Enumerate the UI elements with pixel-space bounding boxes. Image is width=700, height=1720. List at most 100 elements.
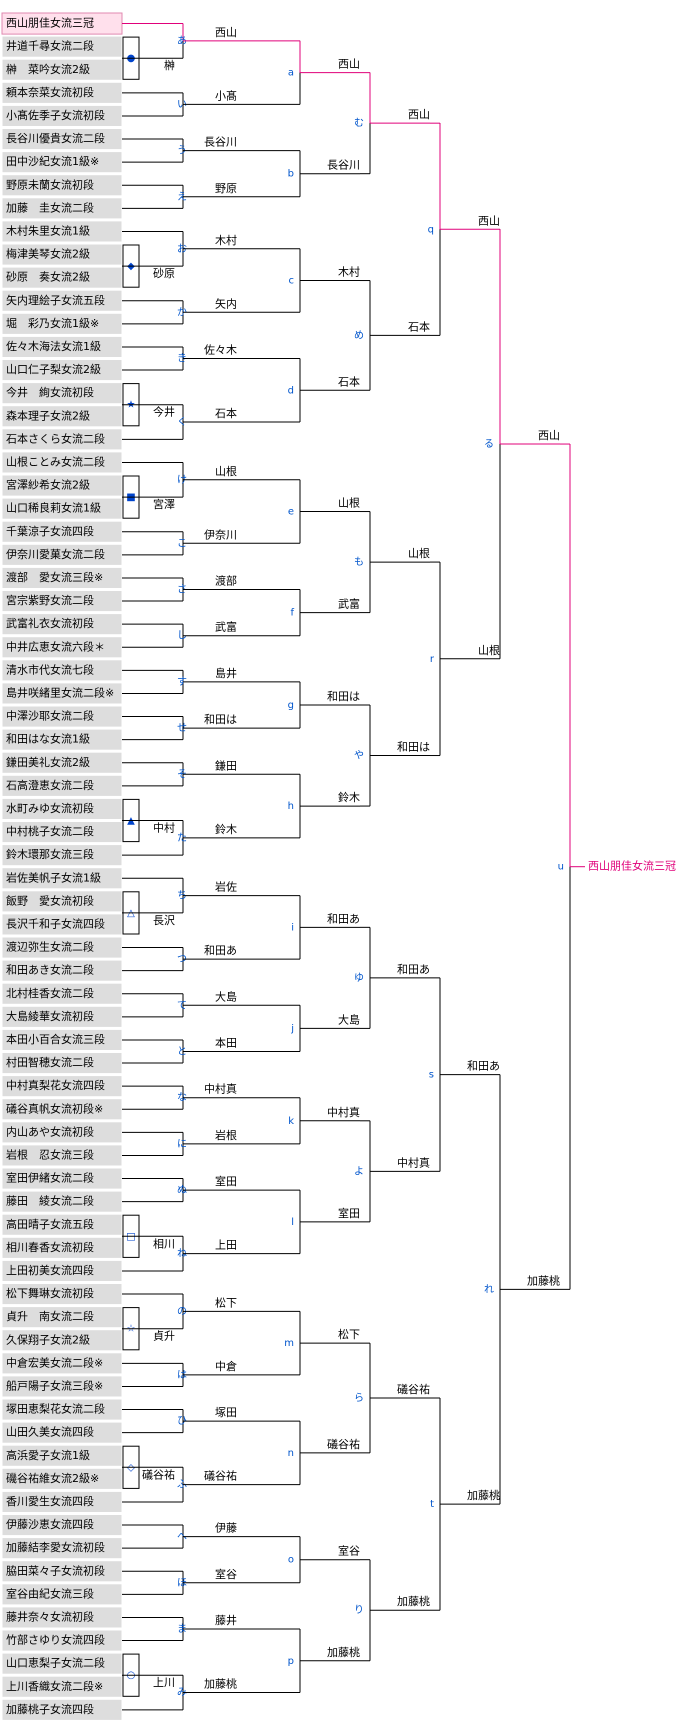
round-winner: 山根 xyxy=(338,496,360,510)
round-winner: 伊藤 xyxy=(215,1522,237,1535)
player-name: 長谷川優貴女流二段 xyxy=(6,131,105,145)
player-name: 今井 絢女流初段 xyxy=(6,385,94,399)
round-winner: 鎌田 xyxy=(215,758,237,772)
player-name: 加藤 圭女流二段 xyxy=(6,200,94,214)
player-name: 内山あや女流初段 xyxy=(6,1124,94,1138)
player-name: 室谷由紀女流三段 xyxy=(6,1586,94,1600)
player-name: 頼本奈菜女流初段 xyxy=(6,85,94,99)
round-winner: 礒谷祐 xyxy=(327,1438,360,1451)
match-label: ふ xyxy=(177,1479,187,1491)
round-winner: 野原 xyxy=(215,182,237,195)
player-name: 和田はな女流1級 xyxy=(6,732,90,746)
player-name: 井道千尋女流二段 xyxy=(6,39,94,53)
round-winner: 和田あ xyxy=(204,944,237,957)
round-winner: 室田 xyxy=(338,1206,360,1220)
round-winner: 山根 xyxy=(215,464,237,478)
match-label: い xyxy=(177,99,187,110)
match-label: l xyxy=(291,1217,294,1228)
round-winner: 西山 xyxy=(408,108,430,121)
player-cell xyxy=(1,266,123,289)
player-name: 鎌田美礼女流2級 xyxy=(6,755,90,769)
champion-name: 西山朋佳女流三冠 xyxy=(588,859,676,873)
match-label: e xyxy=(288,507,294,518)
round-winner: 西山 xyxy=(338,58,360,71)
player-name: 加藤結李愛女流初段 xyxy=(6,1540,105,1554)
player-cell xyxy=(1,1306,123,1329)
match-label: め xyxy=(354,329,364,341)
player-cell xyxy=(1,1444,123,1467)
player-name: 脇田菜々子女流初段 xyxy=(6,1563,105,1577)
player-name: 北村桂香女流二段 xyxy=(6,986,94,1000)
match-label: の xyxy=(177,1306,187,1317)
round-winner: 上田 xyxy=(215,1239,237,1252)
player-name: 長沢千和子女流四段 xyxy=(6,916,105,930)
round-winner: 礒谷祐 xyxy=(397,1383,430,1396)
match-label: a xyxy=(288,68,294,79)
round-winner: 和田は xyxy=(204,713,237,726)
player-name: 塚田恵梨花女流二段 xyxy=(6,1402,105,1416)
match-label: q xyxy=(428,224,434,235)
match-label: ゆ xyxy=(354,972,364,984)
player-name: 上川香織女流二段※ xyxy=(6,1679,103,1693)
player-cell xyxy=(1,1213,123,1236)
round-winner: 長谷川 xyxy=(327,159,360,172)
match-label: に xyxy=(177,1138,187,1150)
round-winner: 岩佐 xyxy=(215,880,237,894)
qualifier-winner: 砂原 xyxy=(153,267,175,280)
match-label: c xyxy=(289,276,295,287)
player-name: 高浜愛子女流1級 xyxy=(6,1448,90,1462)
match-label: h xyxy=(288,801,294,812)
match-label: t xyxy=(430,1499,434,1510)
player-name: 磯谷祐維女流2級※ xyxy=(6,1471,99,1485)
round-winner: 島井 xyxy=(215,666,237,680)
round-winner: 和田あ xyxy=(327,912,360,925)
player-name: 山根ことみ女流二段 xyxy=(6,454,105,468)
player-name: 相川春香女流初段 xyxy=(6,1240,94,1254)
round-winner: 鈴木 xyxy=(338,790,360,804)
qualifier-winner: 礒谷祐 xyxy=(142,1468,175,1481)
match-label: ち xyxy=(177,890,187,902)
round-winner: 和田あ xyxy=(467,1060,500,1073)
match-label: m xyxy=(284,1338,294,1349)
player-name: 船戸陽子女流三段※ xyxy=(6,1378,103,1392)
player-name: 山田久美女流四段 xyxy=(6,1425,94,1439)
player-name: 水町みゆ女流初段 xyxy=(6,801,94,815)
player-name: 山口仁子梨女流2級 xyxy=(6,362,101,376)
player-name: 山口稀良莉女流1級 xyxy=(6,501,101,515)
round-winner: 大島 xyxy=(338,1012,360,1026)
match-label: き xyxy=(177,353,187,365)
player-name: 渡部 愛女流三段※ xyxy=(6,570,103,584)
match-label: や xyxy=(354,750,364,762)
match-label: お xyxy=(177,243,187,255)
player-name: 堀 彩乃女流1級※ xyxy=(6,316,99,330)
player-name: 石本さくら女流二段 xyxy=(6,431,105,445)
qualifier-winner: 宮澤 xyxy=(153,497,175,511)
match-label: p xyxy=(288,1656,294,1667)
round-winner: 大島 xyxy=(215,989,237,1003)
match-label: み xyxy=(177,1688,187,1699)
player-name: 矢内理絵子女流五段 xyxy=(6,293,105,307)
player-name: 香川愛生女流四段 xyxy=(6,1494,94,1508)
match-label: て xyxy=(177,1000,187,1011)
player-name: 武富礼衣女流初段 xyxy=(6,616,94,630)
player-cell xyxy=(1,58,123,81)
player-name: 西山朋佳女流三冠 xyxy=(6,16,94,30)
player-name: 梅津美琴女流2級 xyxy=(6,247,90,261)
player-name: 久保翔子女流2級 xyxy=(6,1332,90,1346)
match-label: ね xyxy=(177,1248,187,1260)
player-name: 中村真梨花女流四段 xyxy=(6,1078,105,1092)
player-name: 田中沙紀女流1級※ xyxy=(6,154,99,168)
match-label: r xyxy=(430,654,435,665)
player-name: 小髙佐季子女流初段 xyxy=(6,108,105,122)
player-name: 伊藤沙恵女流四段 xyxy=(6,1517,94,1531)
round-winner: 伊奈川 xyxy=(204,527,237,541)
match-label: n xyxy=(288,1448,294,1459)
round-winner: 中村真 xyxy=(397,1155,430,1169)
match-label: へ xyxy=(177,1532,187,1543)
player-cell xyxy=(1,1467,123,1490)
match-label: b xyxy=(288,169,294,180)
match-label: う xyxy=(177,145,187,157)
player-name: 本田小百合女流三段 xyxy=(6,1032,105,1046)
player-name: 森本理子女流2級 xyxy=(6,408,90,422)
player-cell xyxy=(1,821,123,844)
